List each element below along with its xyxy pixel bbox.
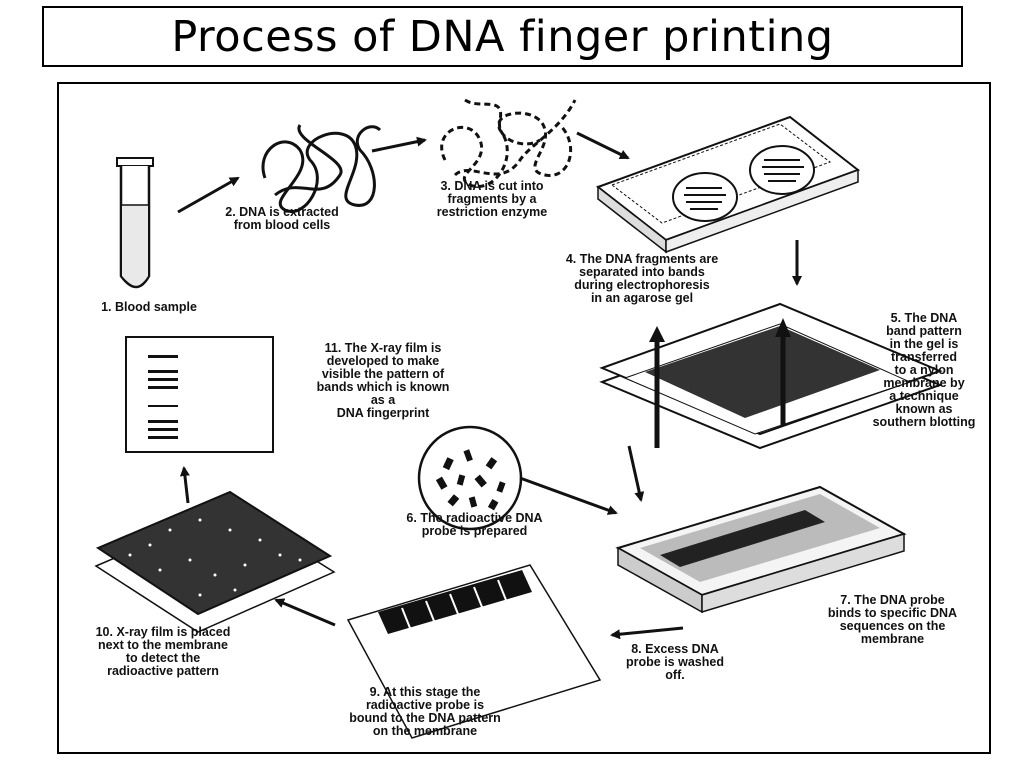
step-3-label: 3. DNA is cut into fragments by a restri… xyxy=(436,179,548,219)
probe-dish-icon xyxy=(417,425,523,531)
gel-tray-icon xyxy=(595,115,861,254)
step-5-label: 5. The DNA band pattern in the gel is tr… xyxy=(872,311,976,429)
step-7-label: 7. The DNA probe binds to specific DNA s… xyxy=(827,593,958,646)
arrow-3-to-4 xyxy=(576,131,630,160)
arrow-1-to-2 xyxy=(177,176,240,214)
dna-fragments-icon xyxy=(440,98,577,189)
step-1-label: 1. Blood sample xyxy=(101,300,197,314)
dna-fingerprint-film-icon xyxy=(125,336,274,453)
arrow-10-to-11 xyxy=(179,466,190,504)
dna-strand-icon xyxy=(261,124,382,214)
step-9-label: 9. At this stage the radioactive probe i… xyxy=(349,685,501,738)
step-10-label: 10. X-ray film is placed next to the mem… xyxy=(95,625,231,678)
flow-arrows xyxy=(177,131,802,640)
xray-film-icon xyxy=(94,490,336,633)
southern-blot-icon xyxy=(599,302,943,450)
diagram-frame xyxy=(57,82,991,754)
step-11-label: 11. The X-ray film is developed to make … xyxy=(316,341,450,420)
arrow-2-to-3 xyxy=(371,136,427,153)
test-tube-icon xyxy=(116,157,154,289)
step-4-label: 4. The DNA fragments are separated into … xyxy=(565,252,719,305)
step-6-label: 6. The radioactive DNA probe is prepared xyxy=(406,511,543,538)
arrow-9-to-10 xyxy=(274,598,336,627)
arrow-5-to-7 xyxy=(627,445,645,502)
membrane-sheet-icon xyxy=(346,564,602,739)
page-title: Process of DNA finger printing xyxy=(171,11,834,62)
step-2-label: 2. DNA is extracted from blood cells xyxy=(225,205,339,232)
hybridization-tray-icon xyxy=(615,485,907,614)
arrow-7-to-8 xyxy=(610,626,684,640)
title-box: Process of DNA finger printing xyxy=(42,6,963,67)
arrow-6-to-7 xyxy=(519,476,618,515)
step-8-label: 8. Excess DNA probe is washed off. xyxy=(626,642,724,682)
